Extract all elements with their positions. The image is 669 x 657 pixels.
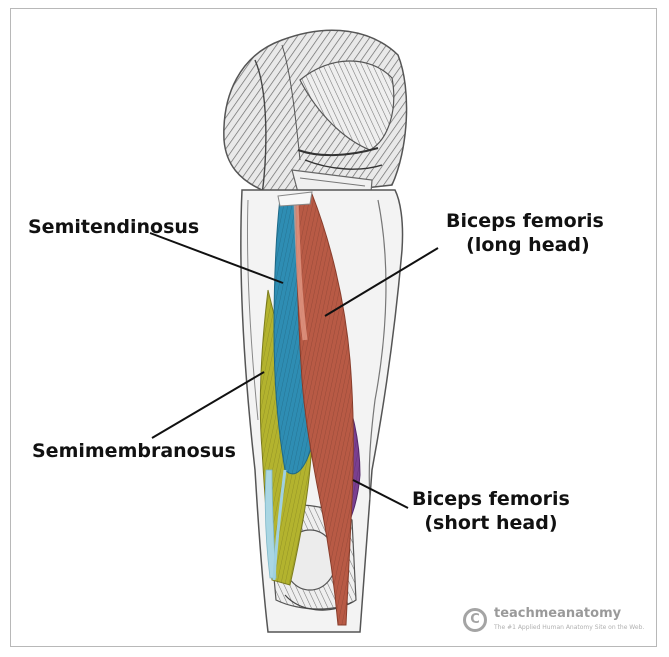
label-biceps-femoris-long-head: Biceps femoris (long head) xyxy=(446,210,604,256)
semimembranosus-leader-line xyxy=(151,371,265,439)
teachmeanatomy-logo-icon: C xyxy=(463,608,487,632)
watermark-tagline: The #1 Applied Human Anatomy Site on the… xyxy=(494,624,645,631)
watermark-name: teachmeanatomy xyxy=(494,606,622,621)
label-semimembranosus: Semimembranosus xyxy=(32,440,236,462)
ischial-tuberosity xyxy=(277,191,313,207)
gracilis-strip xyxy=(264,469,277,579)
watermark: C teachmeanatomy The #1 Applied Human An… xyxy=(463,606,653,638)
gluteal-region xyxy=(223,29,408,206)
biceps-short-head-leader-line xyxy=(352,479,409,509)
biceps-long-head-leader-line xyxy=(324,247,439,317)
label-semitendinosus: Semitendinosus xyxy=(28,216,200,238)
label-biceps-femoris-short-head: Biceps femoris (short head) xyxy=(412,488,570,534)
semitendinosus-leader-line xyxy=(149,232,284,284)
